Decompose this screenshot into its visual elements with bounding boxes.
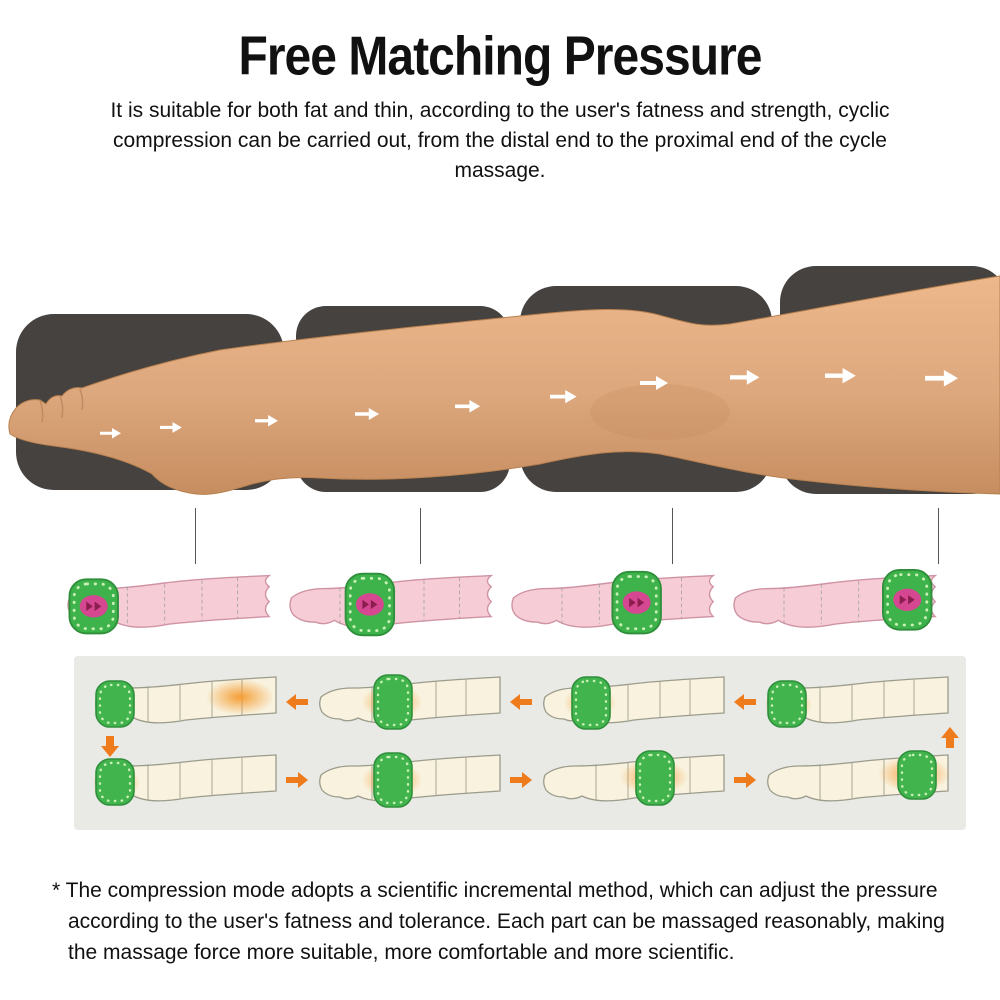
- cycle-leg-bottom-3: [543, 750, 725, 806]
- stage-illustration-foot: [62, 564, 272, 644]
- subtitle: It is suitable for both fat and thin, ac…: [110, 99, 890, 182]
- connector-line: [195, 508, 196, 564]
- cycle-leg-bottom-2: [319, 752, 501, 808]
- page-title: Free Matching Pressure: [238, 25, 762, 87]
- cycle-leg-bottom-4: [767, 750, 950, 802]
- green-cuff: [95, 758, 135, 806]
- pressure-spot: [79, 595, 108, 618]
- pink-leg-cuff-thigh-icon: [733, 569, 938, 631]
- pressure-spot: [622, 591, 651, 614]
- cycle-row-top: [90, 666, 949, 738]
- cycle-leg-bottom-1: [92, 754, 277, 806]
- cycle-leg-top-1: [95, 676, 277, 728]
- stage-illustration-thigh: [728, 564, 938, 644]
- green-cuff: [897, 750, 937, 800]
- connector-lines: [0, 508, 1000, 566]
- green-cuff: [373, 674, 413, 730]
- green-cuff: [882, 569, 933, 631]
- cycle-leg-top-3: [543, 676, 725, 730]
- cycle-arrow-left-icon: [286, 694, 308, 710]
- hero-leg-photo: [0, 252, 1000, 510]
- connector-line: [672, 508, 673, 564]
- green-cuff: [635, 750, 675, 806]
- toe-lines: [39, 388, 84, 423]
- pressure-glow: [206, 679, 274, 715]
- hero-leg-illustration: [8, 266, 1000, 495]
- pink-leg-cuff-foot-icon: [67, 574, 272, 635]
- leg-shape: [8, 275, 1000, 495]
- green-cuff: [373, 752, 413, 808]
- compression-stage-row: [0, 564, 1000, 644]
- footnote: * The compression mode adopts a scientif…: [52, 879, 945, 965]
- pink-leg-cuff-calf-icon: [289, 572, 494, 637]
- knee-shading: [590, 384, 730, 440]
- green-cuff: [767, 680, 807, 728]
- green-cuff: [68, 578, 119, 635]
- green-cuff: [95, 680, 135, 728]
- cycle-leg-top-2: [319, 674, 501, 730]
- pressure-spot: [355, 593, 384, 616]
- stage-illustration-knee: [506, 564, 716, 644]
- stage-illustration-calf: [284, 564, 494, 644]
- cycle-arrow-up-icon: [941, 727, 959, 748]
- green-cuff: [344, 572, 396, 637]
- connector-line: [420, 508, 421, 564]
- cycle-arrow-down-icon: [101, 736, 119, 757]
- cycle-arrow-right-icon: [734, 772, 756, 788]
- connector-line: [938, 508, 939, 564]
- cycle-row-bottom: [90, 744, 950, 816]
- green-cuff: [611, 570, 662, 635]
- cycle-arrow-right-icon: [286, 772, 308, 788]
- cycle-arrow-left-icon: [734, 694, 756, 710]
- cycle-leg-top-4: [764, 676, 949, 728]
- cycle-arrow-right-icon: [510, 772, 532, 788]
- pressure-spot: [893, 588, 922, 611]
- cycle-panel: [74, 656, 966, 830]
- product-infographic: Free Matching Pressure It is suitable fo…: [0, 24, 1000, 1000]
- cycle-arrow-left-icon: [510, 694, 532, 710]
- pink-leg-cuff-knee-icon: [511, 570, 716, 635]
- green-cuff: [571, 676, 611, 730]
